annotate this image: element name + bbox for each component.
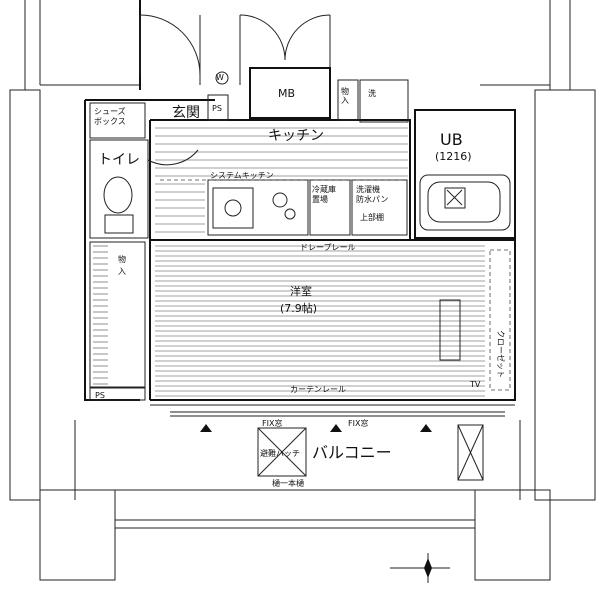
washer-label: 洗 xyxy=(368,88,376,98)
kitchen-floor-hatch xyxy=(155,127,408,233)
unit-walls xyxy=(84,67,516,401)
storage-left-label: 物入 xyxy=(118,254,126,276)
balcony-label: バルコニー xyxy=(312,443,392,462)
room-size-label: (7.9帖) xyxy=(280,302,317,315)
stove-burner-icon xyxy=(272,192,288,208)
tv-socket-label: TV xyxy=(469,380,481,389)
ub-size-label: (1216) xyxy=(435,150,472,163)
entrance-doors xyxy=(139,0,331,90)
ub-label: UB xyxy=(440,130,463,149)
washer-pan-label: 洗濯機防水パン xyxy=(356,184,388,204)
evac-hatch-label: 避難ハッチ xyxy=(260,448,300,458)
storage-left-box xyxy=(89,241,146,388)
main-room-floor-hatch xyxy=(155,245,485,397)
sink-icon xyxy=(212,187,254,229)
curtain-rail-label: カーテンレール xyxy=(290,385,346,394)
closet-right-outline xyxy=(489,249,511,391)
toilet-label: トイレ xyxy=(98,152,140,168)
evacuation-hatch-icon xyxy=(257,427,307,477)
drape-rail-label: ドレープレール xyxy=(300,243,356,252)
shoe-box-label: シューズボックス xyxy=(94,106,126,126)
kitchen-fixtures xyxy=(160,179,408,236)
fridge-place-label: 冷蔵庫置場 xyxy=(312,184,336,204)
bathtub-fixture xyxy=(419,174,511,231)
toilet-fixture xyxy=(89,139,199,239)
ps-top-label: PS xyxy=(212,104,222,113)
upper-storage-label: 上部棚 xyxy=(360,212,384,222)
window-sash xyxy=(150,404,515,432)
fix-left-label: FIX窓 xyxy=(262,418,282,428)
bathtub-icon xyxy=(427,181,501,223)
closet-right-label: クローゼット xyxy=(496,330,506,378)
kitchen-label: キッチン xyxy=(268,128,324,144)
north-arrow-icon xyxy=(390,553,450,583)
left-storage-hatch xyxy=(93,245,108,385)
storage-top-label: 物入 xyxy=(341,86,349,105)
w-label: W xyxy=(216,73,224,82)
mb-label: MB xyxy=(278,87,295,100)
gutter-label: 樋一本樋 xyxy=(272,478,304,488)
entrance-label: 玄関 xyxy=(172,104,200,121)
ps-bottom-label: PS xyxy=(95,391,105,400)
room-main-label: 洋室 xyxy=(290,284,312,298)
shoe-box xyxy=(89,102,146,139)
system-kitchen-label: システムキッチン xyxy=(210,171,274,180)
balcony-area xyxy=(39,420,551,581)
fix-right-label: FIX窓 xyxy=(348,418,368,428)
toilet-icon xyxy=(103,176,133,214)
ps-bottom-box xyxy=(89,387,146,401)
closet-door xyxy=(439,299,461,361)
gas-meter-icon xyxy=(215,71,229,85)
